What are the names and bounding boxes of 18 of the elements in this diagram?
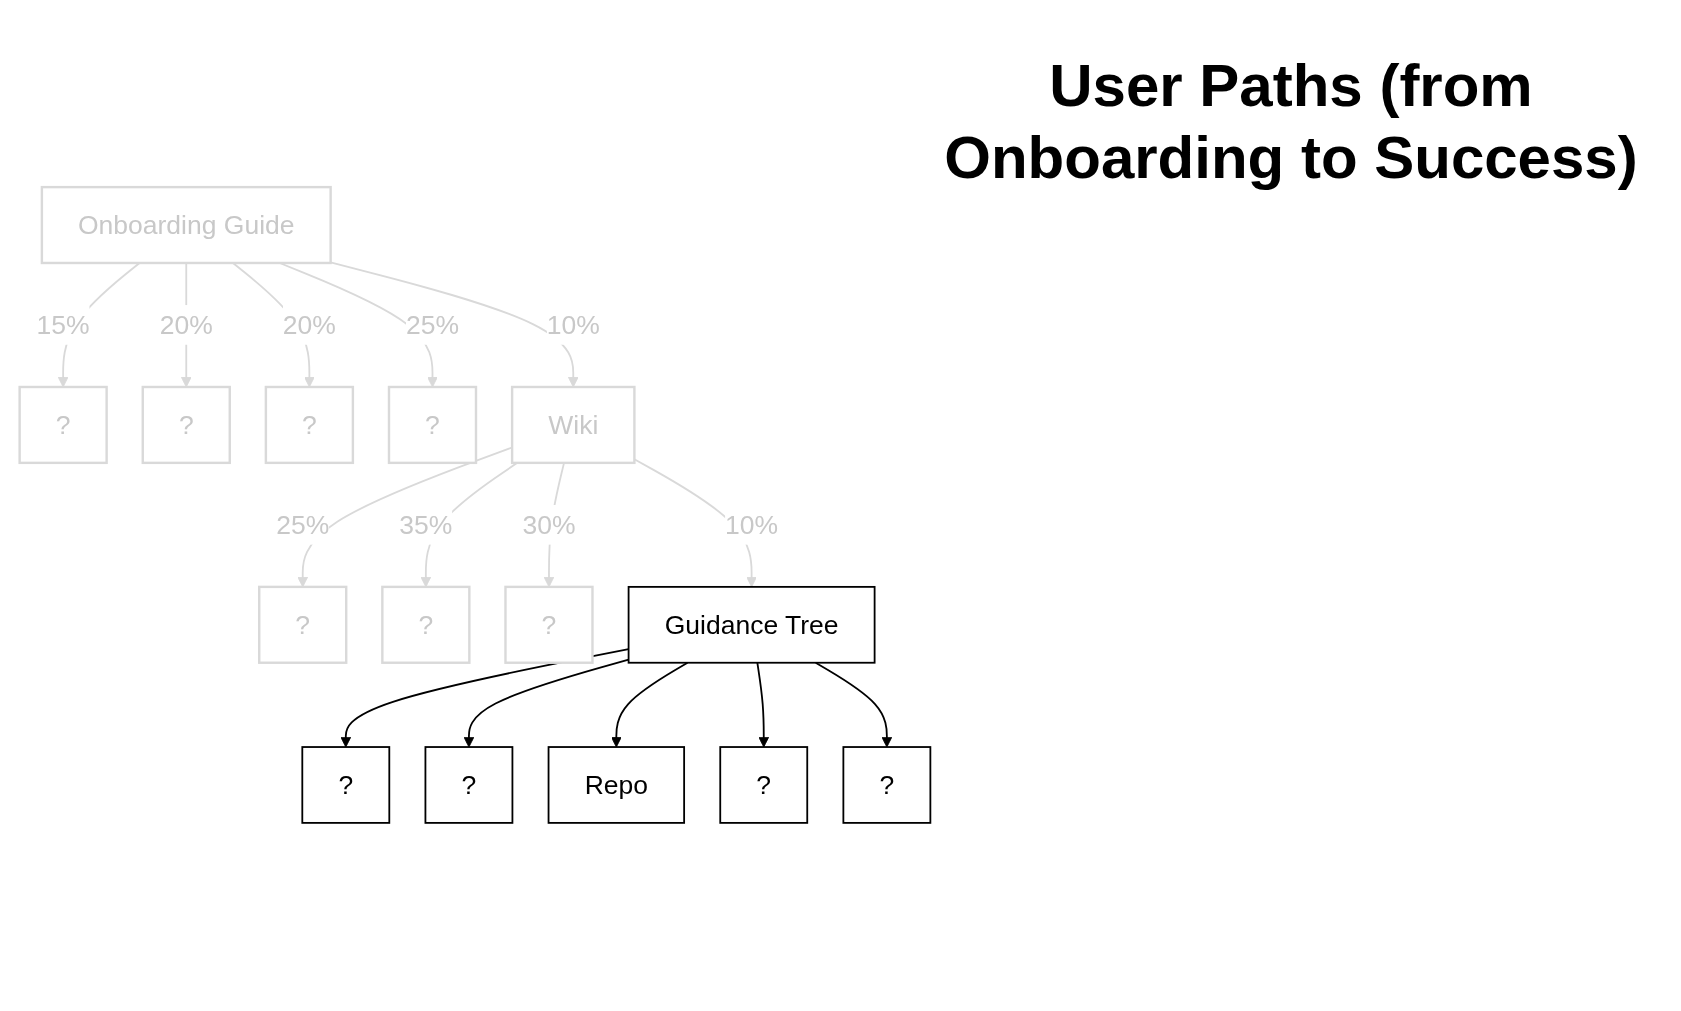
node-box: ? — [387, 385, 478, 465]
node-box: ? — [258, 585, 348, 664]
arrow — [611, 661, 689, 748]
arrow — [814, 661, 893, 748]
node-box: ? — [141, 385, 231, 465]
node-box: ? — [842, 746, 932, 824]
diagram-title: User Paths (from Onboarding to Success) — [943, 51, 1639, 193]
node-box: ? — [18, 385, 108, 465]
node-box: ? — [424, 746, 514, 824]
arrow — [329, 261, 579, 388]
node-box: ? — [504, 585, 594, 664]
node-box: ? — [381, 585, 471, 664]
node-box: ? — [264, 385, 355, 465]
node-box: ? — [719, 746, 809, 824]
node-box: Guidance Tree — [627, 585, 876, 664]
arrow — [756, 661, 770, 748]
node-box: ? — [301, 746, 391, 824]
node-box: Repo — [547, 746, 686, 824]
